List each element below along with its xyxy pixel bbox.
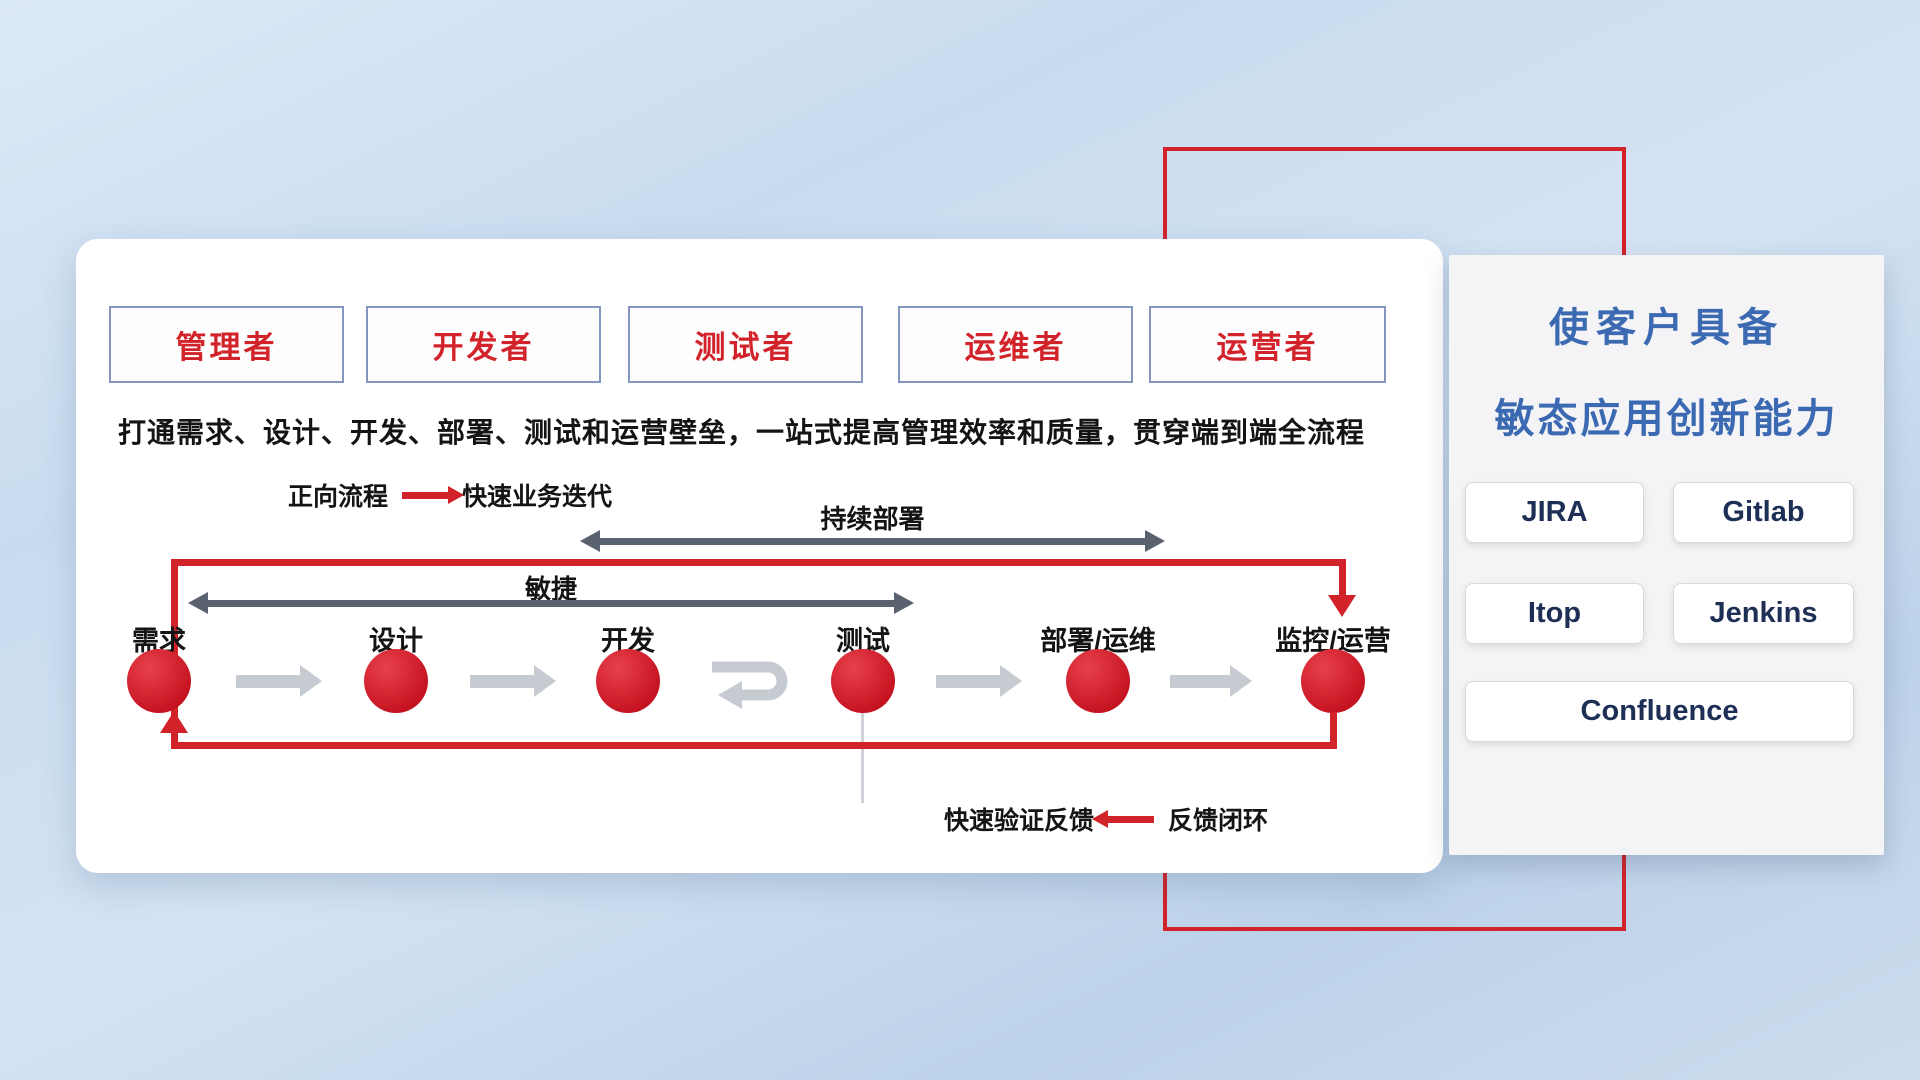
flow-arrow-icon <box>470 665 556 697</box>
continuous-deploy-label: 持续部署 <box>820 504 925 534</box>
panel-title-line2: 敏态应用创新能力 <box>1494 397 1839 441</box>
role-box-operator: 运营者 <box>1149 306 1386 383</box>
flow-arrow-icon <box>1170 665 1252 697</box>
tool-box-itop: Itop <box>1465 583 1644 644</box>
red-loop-right-line <box>1339 559 1346 597</box>
agile-label: 敏捷 <box>524 574 577 604</box>
feedback-desc: 快速验证反馈 <box>944 807 1095 835</box>
red-loop-down-arrow-icon <box>1328 595 1356 617</box>
red-loop-up-arrow-icon <box>160 711 188 733</box>
capability-panel: 使客户具备 敏态应用创新能力 JIRA Gitlab Itop Jenkins … <box>1449 255 1884 855</box>
tool-box-jenkins: Jenkins <box>1673 583 1854 644</box>
panel-title-line1: 使客户具备 <box>1549 306 1784 350</box>
role-box-manager: 管理者 <box>109 306 344 383</box>
role-box-tester: 测试者 <box>628 306 863 383</box>
iteration-loop-arrow-icon <box>712 661 788 709</box>
test-feedback-connector-line <box>861 713 864 803</box>
flow-arrow-icon <box>236 665 322 697</box>
role-box-ops: 运维者 <box>898 306 1133 383</box>
forward-legend: 正向流程 快速业务迭代 <box>288 477 612 513</box>
tool-box-jira: JIRA <box>1465 482 1644 543</box>
stage-node-requirements <box>127 649 191 713</box>
stage-node-develop <box>596 649 660 713</box>
stage-node-test <box>831 649 895 713</box>
red-loop-top-line <box>171 559 1346 566</box>
devops-flow-card: 管理者 开发者 测试者 运维者 运营者 打通需求、设计、开发、部署、测试和运营壁… <box>76 239 1443 873</box>
flow-subtitle: 打通需求、设计、开发、部署、测试和运营壁垒，一站式提高管理效率和质量，贯穿端到端… <box>118 417 1366 448</box>
continuous-deploy-arrow-icon <box>580 530 1165 552</box>
stage-node-deploy-ops <box>1066 649 1130 713</box>
stage-node-monitor-operate <box>1301 649 1365 713</box>
tool-box-confluence: Confluence <box>1465 681 1854 742</box>
feedback-legend: 快速验证反馈 反馈闭环 <box>944 801 1268 837</box>
red-loop-right-riser <box>1330 713 1337 749</box>
forward-legend-label: 正向流程 <box>288 483 389 511</box>
feedback-legend-label: 反馈闭环 <box>1168 807 1269 835</box>
forward-legend-desc: 快速业务迭代 <box>462 483 613 511</box>
red-loop-bottom-line <box>171 742 1337 749</box>
agile-arrow-icon <box>188 592 914 614</box>
flow-arrow-icon <box>936 665 1022 697</box>
forward-arrow-icon <box>402 485 465 504</box>
tool-box-gitlab: Gitlab <box>1673 482 1854 543</box>
stage-node-design <box>364 649 428 713</box>
feedback-arrow-icon <box>1092 809 1155 828</box>
role-box-developer: 开发者 <box>366 306 601 383</box>
